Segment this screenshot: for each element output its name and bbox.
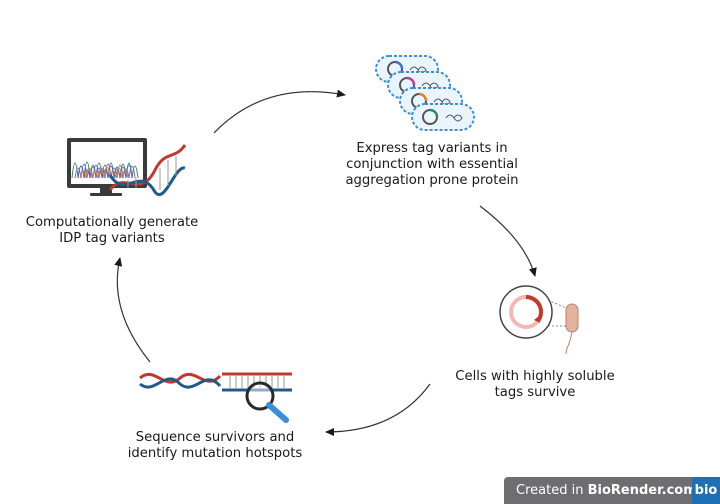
step-express-line-2: conjunction with essential: [346, 157, 518, 172]
step-survive-label: Cells with highly soluble tags survive: [428, 369, 642, 401]
bacteria-plasmid-cards-icon: [375, 55, 475, 131]
monitor-chromatogram-icon: [67, 138, 147, 196]
step-sequence-line-2: identify mutation hotspots: [127, 446, 303, 461]
arrow-survive-to-sequence: [325, 383, 431, 436]
step-sequence-label: Sequence survivors and identify mutation…: [108, 430, 322, 462]
cell-plasmid-icon: [499, 285, 579, 355]
step-generate-label: Computationally generate IDP tag variant…: [0, 215, 224, 247]
step-express-label: Express tag variants in conjunction with…: [322, 141, 542, 189]
step-generate-line-1: Computationally generate: [25, 215, 199, 230]
biorender-watermark[interactable]: Created in BioRender.com bio: [504, 477, 720, 504]
arrow-express-to-survive: [479, 205, 537, 277]
dna-helix-icon: [108, 144, 187, 197]
step-survive-line-2: tags survive: [494, 385, 576, 400]
arrow-generate-to-express: [213, 89, 346, 134]
watermark-brand: BioRender.com: [587, 483, 697, 498]
magnifier-icon: [245, 381, 289, 423]
step-sequence-line-1: Sequence survivors and: [135, 430, 295, 445]
step-express-line-1: Express tag variants in: [356, 141, 508, 156]
watermark-text: Created in BioRender.com: [504, 483, 697, 498]
watermark-prefix: Created in: [516, 483, 588, 498]
arrow-sequence-to-generate: [114, 257, 151, 363]
sequencing-dna-icon: [139, 372, 292, 392]
step-express-line-3: aggregation prone protein: [345, 173, 519, 188]
biorender-logo-icon: bio: [692, 477, 720, 504]
step-survive-line-1: Cells with highly soluble: [455, 369, 615, 384]
step-generate-line-2: IDP tag variants: [59, 231, 165, 246]
